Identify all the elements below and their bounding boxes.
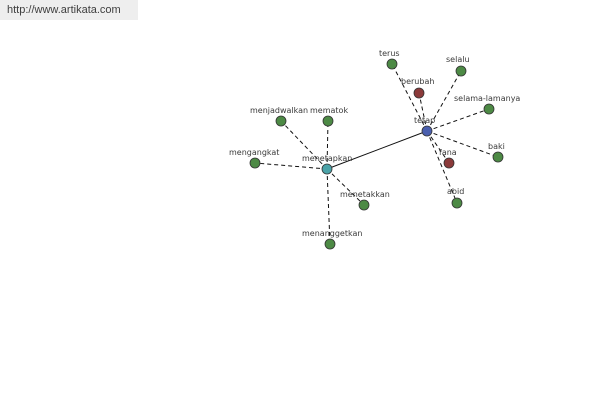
- edge-menetapkan-menetakkan: [326, 168, 365, 206]
- node-mematok[interactable]: [322, 115, 334, 127]
- edge-menetapkan-mematok: [326, 120, 329, 170]
- node-label-menetakkan[interactable]: menetakkan: [340, 190, 390, 199]
- node-menetakkan[interactable]: [358, 199, 370, 211]
- node-label-selalu[interactable]: selalu: [446, 55, 470, 64]
- edge-tetap-menetapkan: [326, 130, 428, 170]
- node-berubah[interactable]: [413, 87, 425, 99]
- node-abid[interactable]: [451, 197, 463, 209]
- graph-labels: tetap menetapkan terus selalu berubah selama-…: [229, 49, 520, 238]
- node-menanggetkan[interactable]: [324, 238, 336, 250]
- node-label-mengangkat[interactable]: mengangkat: [229, 148, 279, 157]
- node-label-baki[interactable]: baki: [488, 142, 505, 151]
- edge-menetapkan-menanggetkan: [326, 168, 331, 245]
- node-label-selama-lamanya[interactable]: selama-lamanya: [454, 94, 520, 103]
- node-label-terus[interactable]: terus: [379, 49, 400, 58]
- edge-tetap-baki: [426, 130, 499, 158]
- edge-tetap-selalu: [426, 70, 462, 132]
- node-selalu[interactable]: [455, 65, 467, 77]
- node-baki[interactable]: [492, 151, 504, 163]
- node-label-mematok[interactable]: mematok: [310, 106, 348, 115]
- edge-tetap-terus: [391, 63, 428, 132]
- node-menjadwalkan[interactable]: [275, 115, 287, 127]
- node-selama-lamanya[interactable]: [483, 103, 495, 115]
- node-label-abid[interactable]: abid: [447, 187, 464, 196]
- node-label-menetapkan[interactable]: menetapkan: [302, 154, 352, 163]
- node-label-menanggetkan[interactable]: menanggetkan: [302, 229, 362, 238]
- node-label-menjadwalkan[interactable]: menjadwalkan: [250, 106, 308, 115]
- node-fana[interactable]: [443, 157, 455, 169]
- node-menetapkan[interactable]: [321, 163, 333, 175]
- node-label-fana[interactable]: fana: [439, 148, 457, 157]
- graph-nodes: [249, 58, 504, 250]
- url-banner: http://www.artikata.com: [0, 0, 138, 20]
- node-tetap[interactable]: [421, 125, 433, 137]
- node-label-tetap[interactable]: tetap: [414, 116, 435, 125]
- edge-tetap-abid: [426, 130, 458, 204]
- site-url-link[interactable]: http://www.artikata.com: [7, 4, 121, 16]
- node-terus[interactable]: [386, 58, 398, 70]
- graph-edges: [254, 63, 499, 245]
- node-label-berubah[interactable]: berubah: [401, 77, 434, 86]
- edge-tetap-berubah: [418, 92, 428, 132]
- edge-tetap-selama-lamanya: [426, 108, 490, 132]
- node-mengangkat[interactable]: [249, 157, 261, 169]
- edge-menetapkan-mengangkat: [254, 162, 328, 170]
